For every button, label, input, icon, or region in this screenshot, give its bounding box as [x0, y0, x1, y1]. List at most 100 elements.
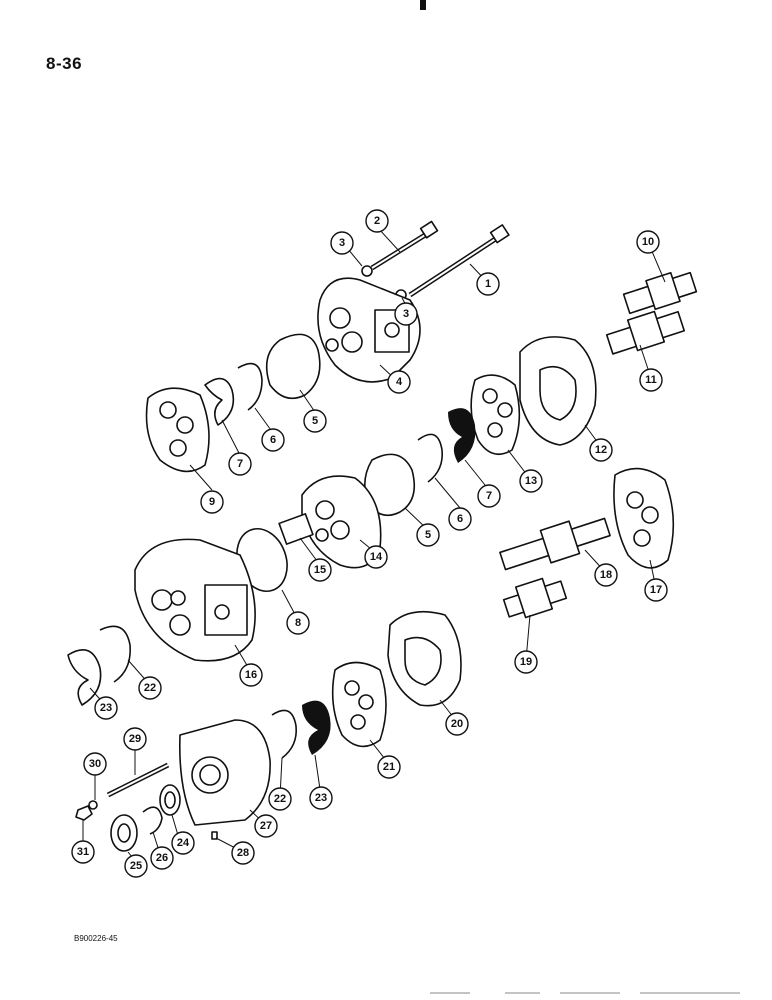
svg-text:15: 15	[314, 564, 326, 576]
gear-housing-upper	[519, 336, 597, 446]
callout-21: 21	[377, 755, 401, 779]
seal-upper	[265, 333, 321, 400]
svg-text:23: 23	[315, 792, 327, 804]
svg-text:21: 21	[383, 761, 395, 773]
backup-ring-middle	[417, 433, 444, 483]
callout-20: 20	[445, 712, 469, 736]
stud-washer	[88, 800, 98, 810]
svg-text:3: 3	[339, 237, 345, 249]
callout-29: 29	[123, 727, 147, 751]
svg-text:6: 6	[270, 434, 276, 446]
svg-text:5: 5	[425, 529, 431, 541]
svg-text:24: 24	[177, 837, 190, 849]
dowel-pin	[211, 831, 218, 840]
callout-2: 2	[365, 209, 389, 233]
stud-nut	[75, 805, 93, 821]
svg-text:13: 13	[525, 475, 537, 487]
wear-plate-right	[613, 467, 675, 569]
leader-lines	[82, 227, 666, 863]
svg-text:7: 7	[486, 490, 492, 502]
svg-text:7: 7	[237, 458, 243, 470]
svg-text:20: 20	[451, 718, 463, 730]
callout-4: 4	[387, 370, 411, 394]
drive-shaft	[499, 517, 611, 571]
svg-text:6: 6	[457, 513, 463, 525]
svg-text:16: 16	[245, 669, 257, 681]
callout-22: 22	[268, 787, 292, 811]
svg-text:22: 22	[144, 682, 156, 694]
pump-body-middle	[301, 475, 382, 569]
svg-text:11: 11	[645, 374, 657, 386]
svg-text:22: 22	[274, 793, 286, 805]
callout-23: 23	[309, 786, 333, 810]
svg-text:8: 8	[295, 617, 301, 629]
callout-14: 14	[364, 545, 388, 569]
callout-23: 23	[94, 696, 118, 720]
svg-text:25: 25	[130, 860, 142, 872]
gear-shaft-upper	[622, 271, 698, 315]
mounting-flange	[178, 719, 271, 840]
wear-plate-lower	[331, 661, 387, 748]
callout-10: 10	[636, 230, 660, 254]
svg-text:10: 10	[642, 236, 654, 248]
pump-body-large	[134, 538, 256, 662]
svg-text:27: 27	[260, 820, 272, 832]
callout-13: 13	[519, 469, 543, 493]
callout-28: 28	[231, 841, 255, 865]
callout-15: 15	[308, 558, 332, 582]
callout-30: 30	[83, 752, 107, 776]
callout-26: 26	[150, 846, 174, 870]
callout-18: 18	[594, 563, 618, 587]
callouts: 1 2 3 3 4 5 6 7 9 10 11 12 13 7 6 5 14 1…	[71, 209, 668, 878]
svg-text:3: 3	[403, 308, 409, 320]
svg-text:14: 14	[370, 551, 383, 563]
callout-17: 17	[644, 578, 668, 602]
wear-plate-upper	[470, 374, 521, 456]
bolt-long	[408, 224, 510, 298]
callout-27: 27	[254, 814, 278, 838]
svg-text:30: 30	[89, 758, 101, 770]
top-mark	[420, 0, 426, 10]
wear-plate-left	[145, 387, 210, 473]
seal-ring-upper	[204, 377, 235, 426]
seal-ring-left	[67, 648, 102, 706]
svg-text:31: 31	[77, 846, 89, 858]
figure-code: B900226-45	[74, 934, 118, 943]
svg-text:19: 19	[520, 656, 532, 668]
callout-5: 5	[303, 409, 327, 433]
callout-6: 6	[448, 507, 472, 531]
svg-text:28: 28	[237, 847, 249, 859]
svg-text:26: 26	[156, 852, 168, 864]
svg-text:17: 17	[650, 584, 662, 596]
callout-25: 25	[124, 854, 148, 878]
bolt-short	[370, 220, 439, 271]
callout-6: 6	[261, 428, 285, 452]
callout-22: 22	[138, 676, 162, 700]
svg-text:2: 2	[374, 215, 380, 227]
svg-text:12: 12	[595, 444, 607, 456]
page-number: 8-36	[46, 54, 83, 73]
callout-3: 3	[330, 231, 354, 255]
callout-31: 31	[71, 840, 95, 864]
backup-ring-left	[99, 625, 131, 683]
seal-ring-lower	[302, 700, 331, 755]
svg-text:29: 29	[129, 733, 141, 745]
callout-19: 19	[514, 650, 538, 674]
svg-text:18: 18	[600, 569, 612, 581]
seal-ring-middle	[448, 408, 476, 463]
svg-text:5: 5	[312, 415, 318, 427]
callout-3: 3	[394, 302, 418, 326]
callout-8: 8	[286, 611, 310, 635]
callout-5: 5	[416, 523, 440, 547]
svg-text:4: 4	[396, 376, 403, 388]
callout-24: 24	[171, 831, 195, 855]
bushing	[278, 513, 314, 545]
gear-housing-lower	[387, 610, 462, 707]
gear-shaft-lower	[605, 310, 686, 355]
callout-12: 12	[589, 438, 613, 462]
backup-ring-upper	[237, 362, 263, 411]
idler-shaft	[502, 577, 568, 619]
callout-16: 16	[239, 663, 263, 687]
snap-ring	[142, 806, 163, 835]
